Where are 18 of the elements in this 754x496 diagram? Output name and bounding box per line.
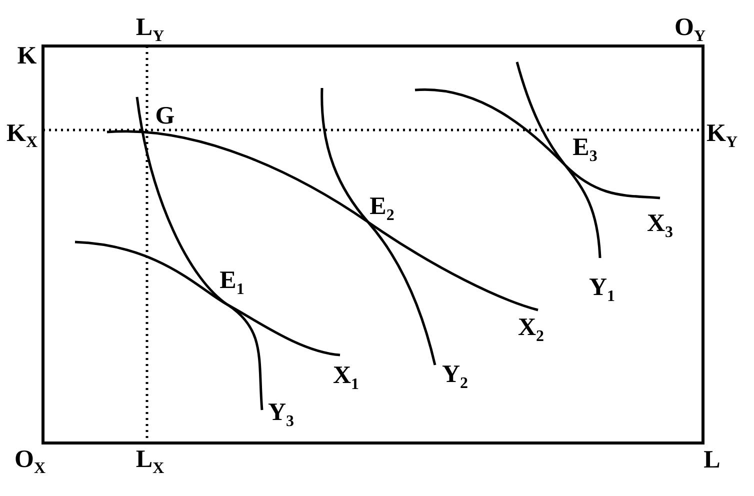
axis-label: L bbox=[704, 448, 720, 472]
axis-label: L$_{Y}$ bbox=[136, 15, 164, 45]
curve-label: X$_{3}$ bbox=[646, 211, 674, 241]
corner-label: O$_{Y}$ bbox=[674, 15, 706, 45]
corner-label: O$_{X}$ bbox=[14, 447, 46, 477]
axis-label: K$_{Y}$ bbox=[706, 121, 738, 151]
point-label: G bbox=[155, 104, 175, 128]
corner-label: K bbox=[17, 44, 37, 68]
point-label: E$_{1}$ bbox=[220, 268, 244, 298]
axis-label: K$_{X}$ bbox=[6, 121, 38, 151]
curve-label: X$_{2}$ bbox=[518, 315, 544, 345]
point-label: E$_{2}$ bbox=[370, 194, 394, 224]
point-label: E$_{3}$ bbox=[572, 135, 598, 165]
curve-label: Y$_{2}$ bbox=[442, 362, 468, 392]
axis-label: L$_{X}$ bbox=[136, 447, 164, 477]
curve-label: Y$_{3}$ bbox=[268, 400, 294, 430]
curve-label: Y$_{1}$ bbox=[588, 275, 616, 305]
curve-label: X$_{1}$ bbox=[332, 363, 360, 393]
